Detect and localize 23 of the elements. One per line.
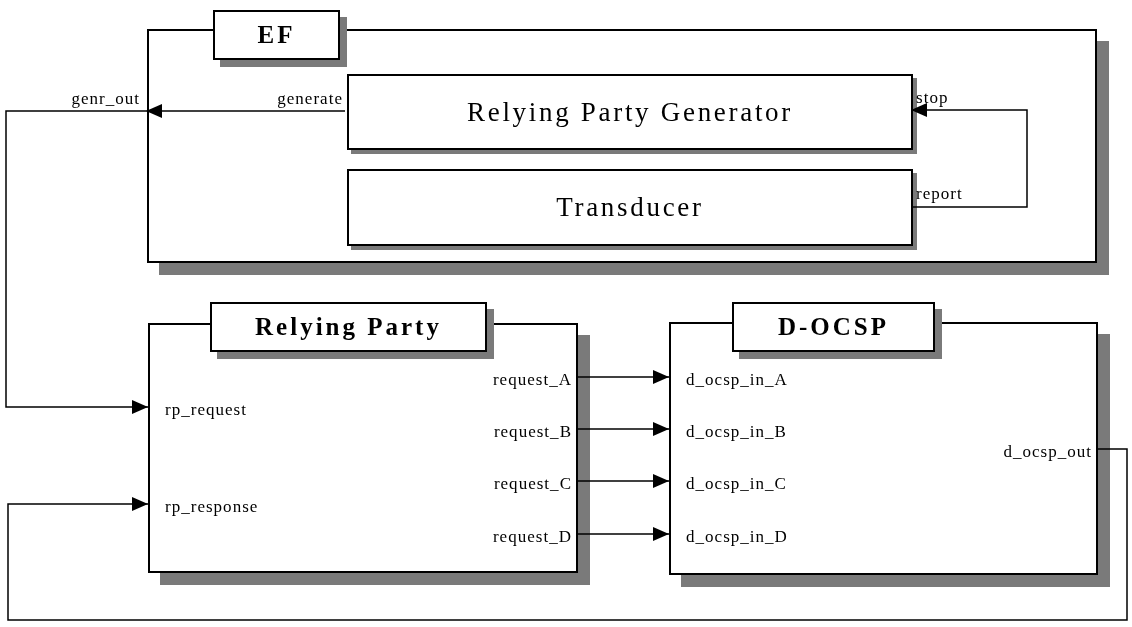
arrow — [577, 527, 670, 541]
port-label: d_ocsp_in_A — [671, 368, 821, 390]
port-label: request_C — [440, 472, 580, 494]
port-label: d_ocsp_out — [950, 440, 1100, 462]
port-label: d_ocsp_in_C — [671, 472, 821, 494]
port-label: request_D — [440, 525, 580, 547]
port-label: d_ocsp_in_B — [671, 420, 821, 442]
arrow — [577, 370, 670, 384]
arrow — [577, 474, 670, 488]
arrow — [5, 110, 149, 414]
port-label: generate — [276, 90, 343, 107]
port-label: report — [916, 185, 964, 202]
arrow — [910, 103, 1028, 208]
port-label: rp_request — [150, 398, 310, 420]
port-label: request_B — [440, 420, 580, 442]
port-label: genr_out — [6, 88, 146, 111]
port-label: d_ocsp_in_D — [671, 525, 821, 547]
port-label: rp_response — [150, 495, 310, 517]
arrow — [145, 104, 346, 118]
port-label: request_A — [440, 368, 580, 390]
port-label: stop — [916, 89, 950, 106]
arrow — [7, 448, 1128, 621]
arrow — [577, 422, 670, 436]
